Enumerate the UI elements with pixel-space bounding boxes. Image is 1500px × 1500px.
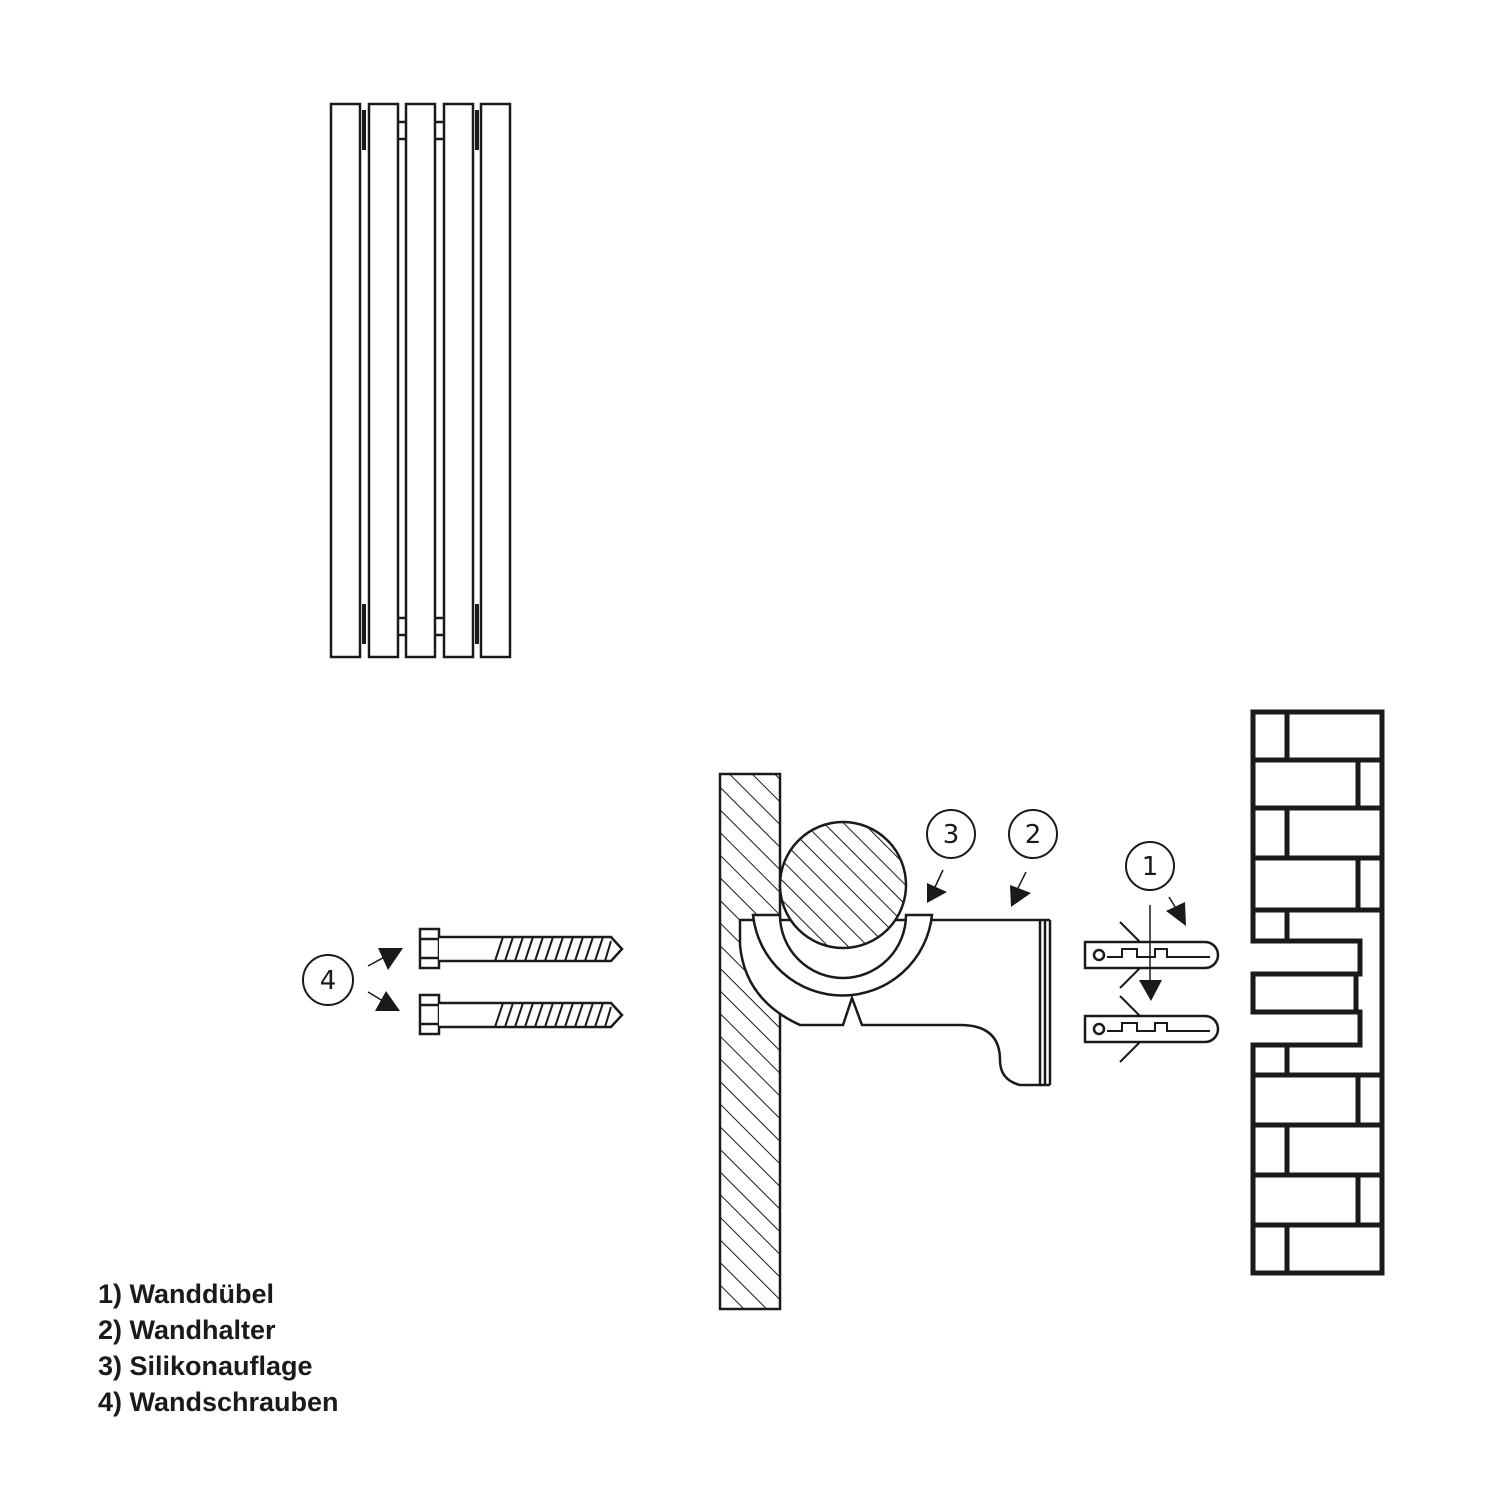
wall-section [718, 772, 782, 1311]
legend-item-bracket: 2) Wandhalter [98, 1315, 276, 1345]
legend-item-silicone-pad: 3) Silikonauflage [98, 1351, 313, 1381]
wall-bracket [738, 918, 1042, 1087]
dowel-bottom [1083, 995, 1220, 1063]
silicone-pad [751, 913, 934, 997]
svg-text:1: 1 [1142, 852, 1159, 882]
legend-item-dowel: 1) Wanddübel [98, 1279, 274, 1309]
legend-item-screws: 4) Wandschrauben [98, 1387, 339, 1417]
screw-bottom [418, 993, 624, 1036]
wall-screws [418, 927, 624, 1036]
svg-text:4: 4 [320, 966, 337, 996]
callout-4: 4 [302, 948, 403, 1011]
parts-legend: 1) Wanddübel 2) Wandhalter 3) Silikonauf… [98, 1276, 339, 1420]
dowel-top [1083, 921, 1220, 989]
brick-wall [1250, 709, 1385, 1276]
radiator-front-view [329, 102, 512, 659]
screw-top [418, 927, 624, 970]
callout-3: 3 [926, 809, 976, 903]
callout-2: 2 [1008, 809, 1058, 907]
wall-dowels [1083, 921, 1220, 1063]
callout-1: 1 [1125, 841, 1186, 1001]
svg-text:2: 2 [1025, 820, 1042, 850]
svg-text:3: 3 [943, 820, 960, 850]
